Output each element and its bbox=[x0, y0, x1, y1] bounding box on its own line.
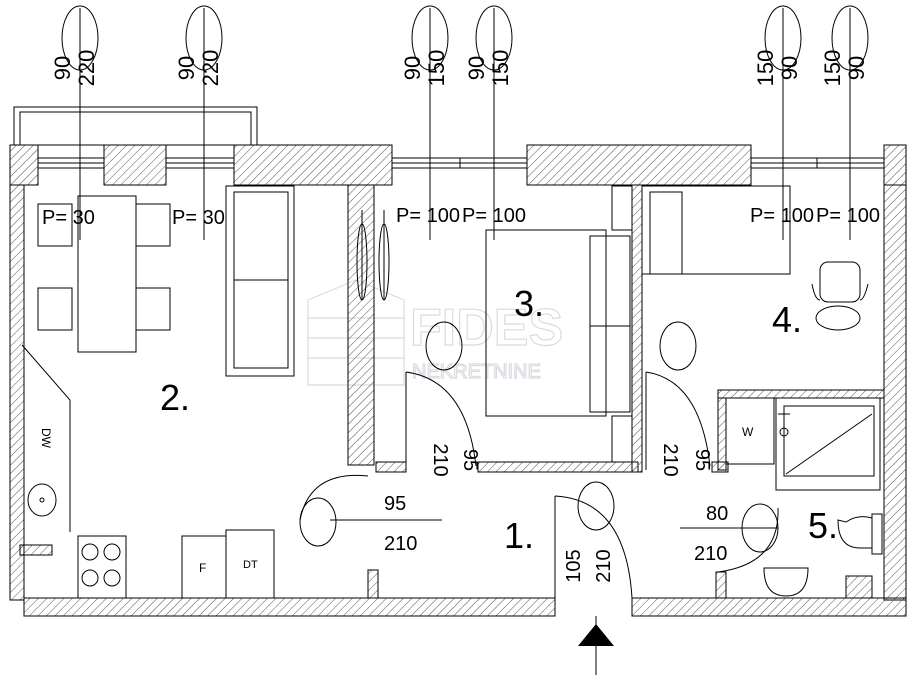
door-height-label: 210 bbox=[659, 443, 681, 476]
entrance-arrow-icon bbox=[578, 616, 614, 675]
door-width-label: 95 bbox=[384, 493, 406, 515]
door-tags: 95 210 95 210 95 210 105 210 80 210 bbox=[299, 321, 779, 583]
window-height-label: 220 bbox=[74, 50, 99, 87]
window-sill-label: P= 100 bbox=[750, 205, 814, 227]
room-number-2: 2. bbox=[160, 377, 190, 418]
door-width-label: 95 bbox=[459, 449, 481, 471]
door-height-label: 210 bbox=[694, 543, 727, 565]
door-height-label: 210 bbox=[384, 533, 417, 555]
window-height-label: 90 bbox=[777, 56, 802, 80]
outer-walls bbox=[9, 144, 907, 617]
room-number-3: 3. bbox=[514, 283, 544, 324]
window-height-label: 90 bbox=[844, 56, 869, 80]
dishwasher-label: DW bbox=[39, 428, 53, 449]
window-frames bbox=[37, 157, 885, 169]
appliance-labels: DW F DT W bbox=[39, 425, 754, 575]
window-sill-label: P= 100 bbox=[462, 205, 526, 227]
window-width-label: 90 bbox=[50, 56, 75, 80]
door-tag-ellipse bbox=[659, 321, 697, 371]
interior-walls bbox=[19, 184, 885, 599]
door-width-label: 80 bbox=[706, 503, 728, 525]
balcony bbox=[13, 106, 258, 146]
window-height-label: 220 bbox=[198, 50, 223, 87]
door-tag-ellipse bbox=[741, 503, 779, 553]
furniture bbox=[21, 185, 883, 599]
window-sill-label: P= 100 bbox=[816, 205, 880, 227]
door-width-label: 105 bbox=[563, 549, 585, 582]
window-sill-label: P= 30 bbox=[172, 207, 225, 229]
room-number-1: 1. bbox=[504, 515, 534, 556]
window-height-label: 150 bbox=[424, 50, 449, 87]
watermark-brand: FIDES bbox=[410, 299, 563, 357]
room-number-4: 4. bbox=[772, 299, 802, 340]
dryer-label: DT bbox=[243, 559, 258, 571]
window-width-label: 150 bbox=[753, 50, 778, 87]
door-tag-ellipse bbox=[299, 497, 337, 547]
room-number-5: 5. bbox=[808, 505, 838, 546]
door-height-label: 210 bbox=[429, 443, 451, 476]
room-labels: 1. 2. 3. 4. 5. bbox=[160, 283, 838, 556]
window-width-label: 90 bbox=[174, 56, 199, 80]
window-width-label: 90 bbox=[400, 56, 425, 80]
window-height-label: 150 bbox=[488, 50, 513, 87]
door-tag-ellipse bbox=[425, 321, 463, 371]
door-tag-ellipse bbox=[577, 481, 615, 531]
door-width-label: 95 bbox=[691, 449, 713, 471]
window-sill-label: P= 100 bbox=[396, 205, 460, 227]
door-height-label: 210 bbox=[593, 549, 615, 582]
watermark: FIDES NEKRETNINE bbox=[307, 279, 564, 386]
fridge-label: F bbox=[199, 561, 206, 575]
watermark-sub: NEKRETNINE bbox=[412, 361, 541, 383]
door-swings bbox=[299, 371, 779, 599]
washer-label: W bbox=[742, 425, 754, 439]
window-width-label: 150 bbox=[820, 50, 845, 87]
window-sill-label: P= 30 bbox=[42, 207, 95, 229]
window-width-label: 90 bbox=[464, 56, 489, 80]
